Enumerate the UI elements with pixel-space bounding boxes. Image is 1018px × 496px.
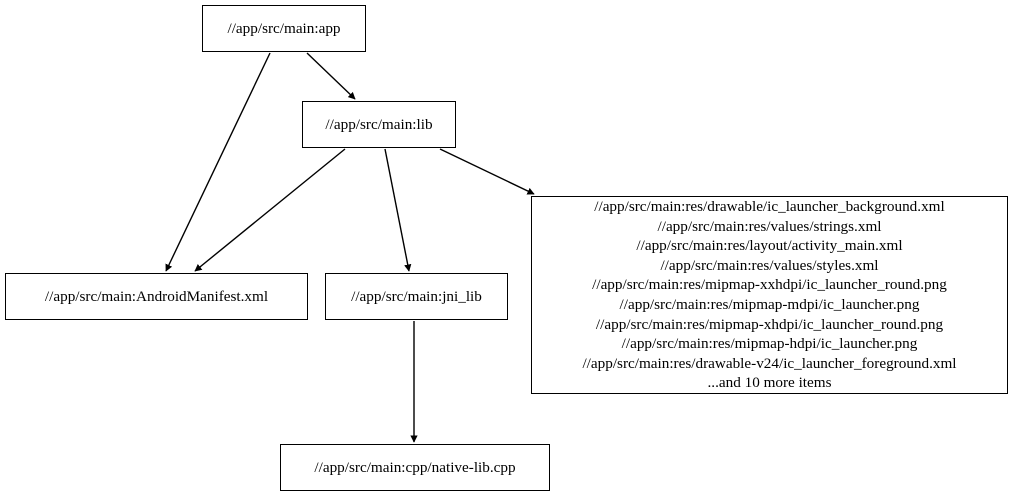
resource-line: //app/src/main:res/mipmap-hdpi/ic_launch…	[621, 335, 918, 353]
resource-line: //app/src/main:res/values/styles.xml	[660, 256, 879, 274]
resource-line: //app/src/main:res/drawable-v24/ic_launc…	[582, 354, 957, 372]
node-lib-label: //app/src/main:lib	[325, 115, 433, 133]
edge-lib-to-resources	[439, 148, 535, 195]
edge-lib-to-jni-lib	[384, 148, 412, 272]
node-native-lib-cpp-label: //app/src/main:cpp/native-lib.cpp	[314, 458, 516, 476]
node-androidmanifest[interactable]: //app/src/main:AndroidManifest.xml	[5, 273, 308, 320]
edge-app-to-manifest	[165, 52, 271, 272]
edge-app-to-lib	[306, 52, 356, 100]
resource-line: //app/src/main:res/drawable/ic_launcher_…	[594, 198, 945, 216]
node-native-lib-cpp[interactable]: //app/src/main:cpp/native-lib.cpp	[280, 444, 550, 491]
node-androidmanifest-label: //app/src/main:AndroidManifest.xml	[44, 287, 269, 305]
resource-line: //app/src/main:res/mipmap-xhdpi/ic_launc…	[595, 315, 944, 333]
resource-line: //app/src/main:res/values/strings.xml	[657, 217, 882, 235]
node-resources-group-label: //app/src/main:res/drawable/ic_launcher_…	[582, 197, 956, 393]
resource-line: //app/src/main:res/layout/activity_main.…	[636, 237, 903, 255]
node-jni-lib-label: //app/src/main:jni_lib	[351, 287, 482, 305]
node-app[interactable]: //app/src/main:app	[202, 5, 366, 52]
resource-line: //app/src/main:res/mipmap-mdpi/ic_launch…	[619, 296, 920, 313]
node-resources-group[interactable]: //app/src/main:res/drawable/ic_launcher_…	[531, 196, 1008, 394]
resource-line: ...and 10 more items	[707, 374, 832, 392]
resource-line: //app/src/main:res/mipmap-xxhdpi/ic_laun…	[592, 276, 947, 294]
edge-lib-to-manifest	[194, 148, 346, 272]
node-lib[interactable]: //app/src/main:lib	[302, 101, 456, 148]
node-app-label: //app/src/main:app	[227, 19, 341, 37]
node-jni-lib[interactable]: //app/src/main:jni_lib	[325, 273, 508, 320]
